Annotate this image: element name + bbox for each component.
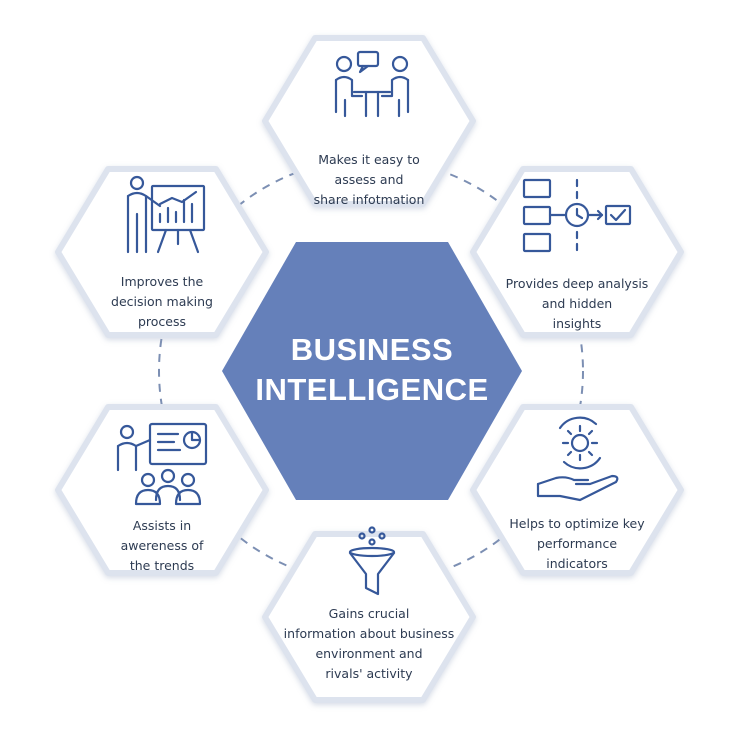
presenter-chart-icon [126, 175, 206, 254]
label-line: share infotmation [313, 192, 425, 207]
label-upper-left: Improves the decision making process [67, 272, 257, 332]
label-line: process [137, 314, 187, 329]
hexagon-lower-right [470, 404, 684, 576]
hexagon-bottom [262, 531, 476, 703]
label-line: assess and [334, 172, 404, 187]
process-flow-icon [522, 178, 632, 253]
label-upper-right: Provides deep analysis and hidden insigh… [482, 274, 672, 334]
label-line: performance [536, 536, 618, 551]
gear-hand-icon [536, 416, 619, 502]
label-line: Helps to optimize key [509, 516, 645, 531]
funnel-icon [348, 526, 396, 596]
label-line: the trends [129, 558, 195, 573]
hexagon-upper-left [55, 166, 269, 338]
label-line: and hidden [541, 296, 613, 311]
hexagon-top [262, 35, 476, 207]
label-lower-left: Assists in awereness of the trends [67, 516, 257, 576]
center-title-line1: BUSINESS [290, 332, 454, 367]
label-line: awereness of [120, 538, 204, 553]
label-line: Provides deep analysis [505, 276, 649, 291]
label-lower-right: Helps to optimize key performance indica… [482, 514, 672, 574]
presentation-audience-icon [116, 422, 208, 506]
label-bottom: Gains crucial information about business… [274, 604, 464, 684]
label-line: Improves the [120, 274, 204, 289]
label-line: decision making [111, 294, 213, 309]
label-line: rivals' activity [325, 666, 413, 681]
label-line: Assists in [132, 518, 192, 533]
label-line: indicators [546, 556, 608, 571]
label-line: Makes it easy to [318, 152, 420, 167]
hexagon-lower-left [55, 404, 269, 576]
label-line: Gains crucial [328, 606, 410, 621]
label-line: environment and [315, 646, 423, 661]
label-top: Makes it easy to assess and share infotm… [274, 150, 464, 210]
label-line: information about business [283, 626, 455, 641]
center-title: BUSINESS INTELLIGENCE [222, 330, 522, 410]
center-hexagon [222, 242, 522, 500]
center-title-line2: INTELLIGENCE [255, 372, 489, 407]
label-line: insights [552, 316, 602, 331]
meeting-icon [334, 50, 410, 118]
